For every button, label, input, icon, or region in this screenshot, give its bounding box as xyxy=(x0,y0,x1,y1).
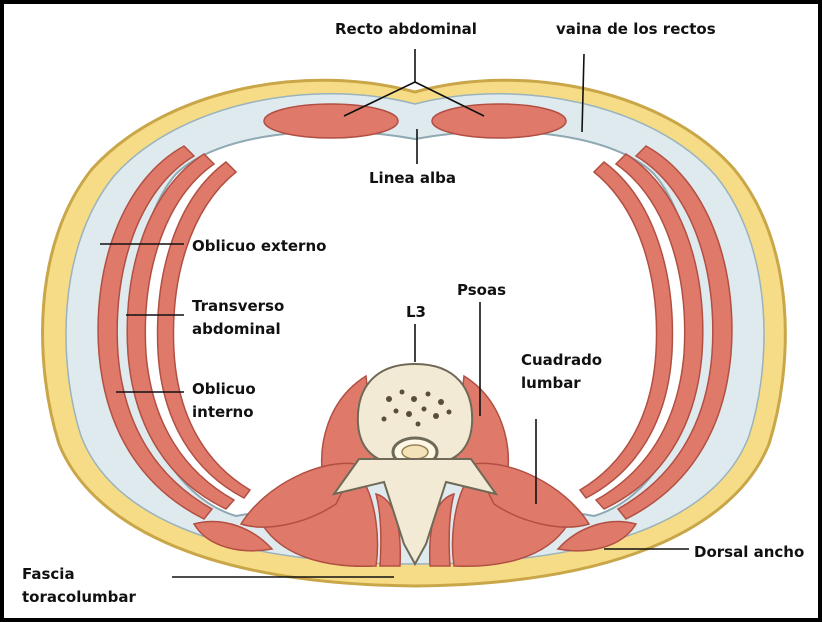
label-fascia-line2: toracolumbar xyxy=(22,587,136,607)
label-oblicuo-interno-line1: Oblicuo xyxy=(192,379,256,399)
label-linea-alba: Linea alba xyxy=(369,168,456,188)
label-cuadrado-line1: Cuadrado xyxy=(521,350,602,370)
label-oblicuo-interno-line2: interno xyxy=(192,402,254,422)
label-recto-abdominal: Recto abdominal xyxy=(335,19,477,39)
label-transverso-line2: abdominal xyxy=(192,319,281,339)
label-fascia-line1: Fascia xyxy=(22,564,75,584)
label-cuadrado-line2: lumbar xyxy=(521,373,581,393)
label-psoas: Psoas xyxy=(457,280,506,300)
label-dorsal-ancho: Dorsal ancho xyxy=(694,542,804,562)
label-vaina-rectos: vaina de los rectos xyxy=(556,19,716,39)
label-transverso-line1: Transverso xyxy=(192,296,284,316)
label-oblicuo-externo: Oblicuo externo xyxy=(192,236,326,256)
label-l3: L3 xyxy=(406,302,426,322)
